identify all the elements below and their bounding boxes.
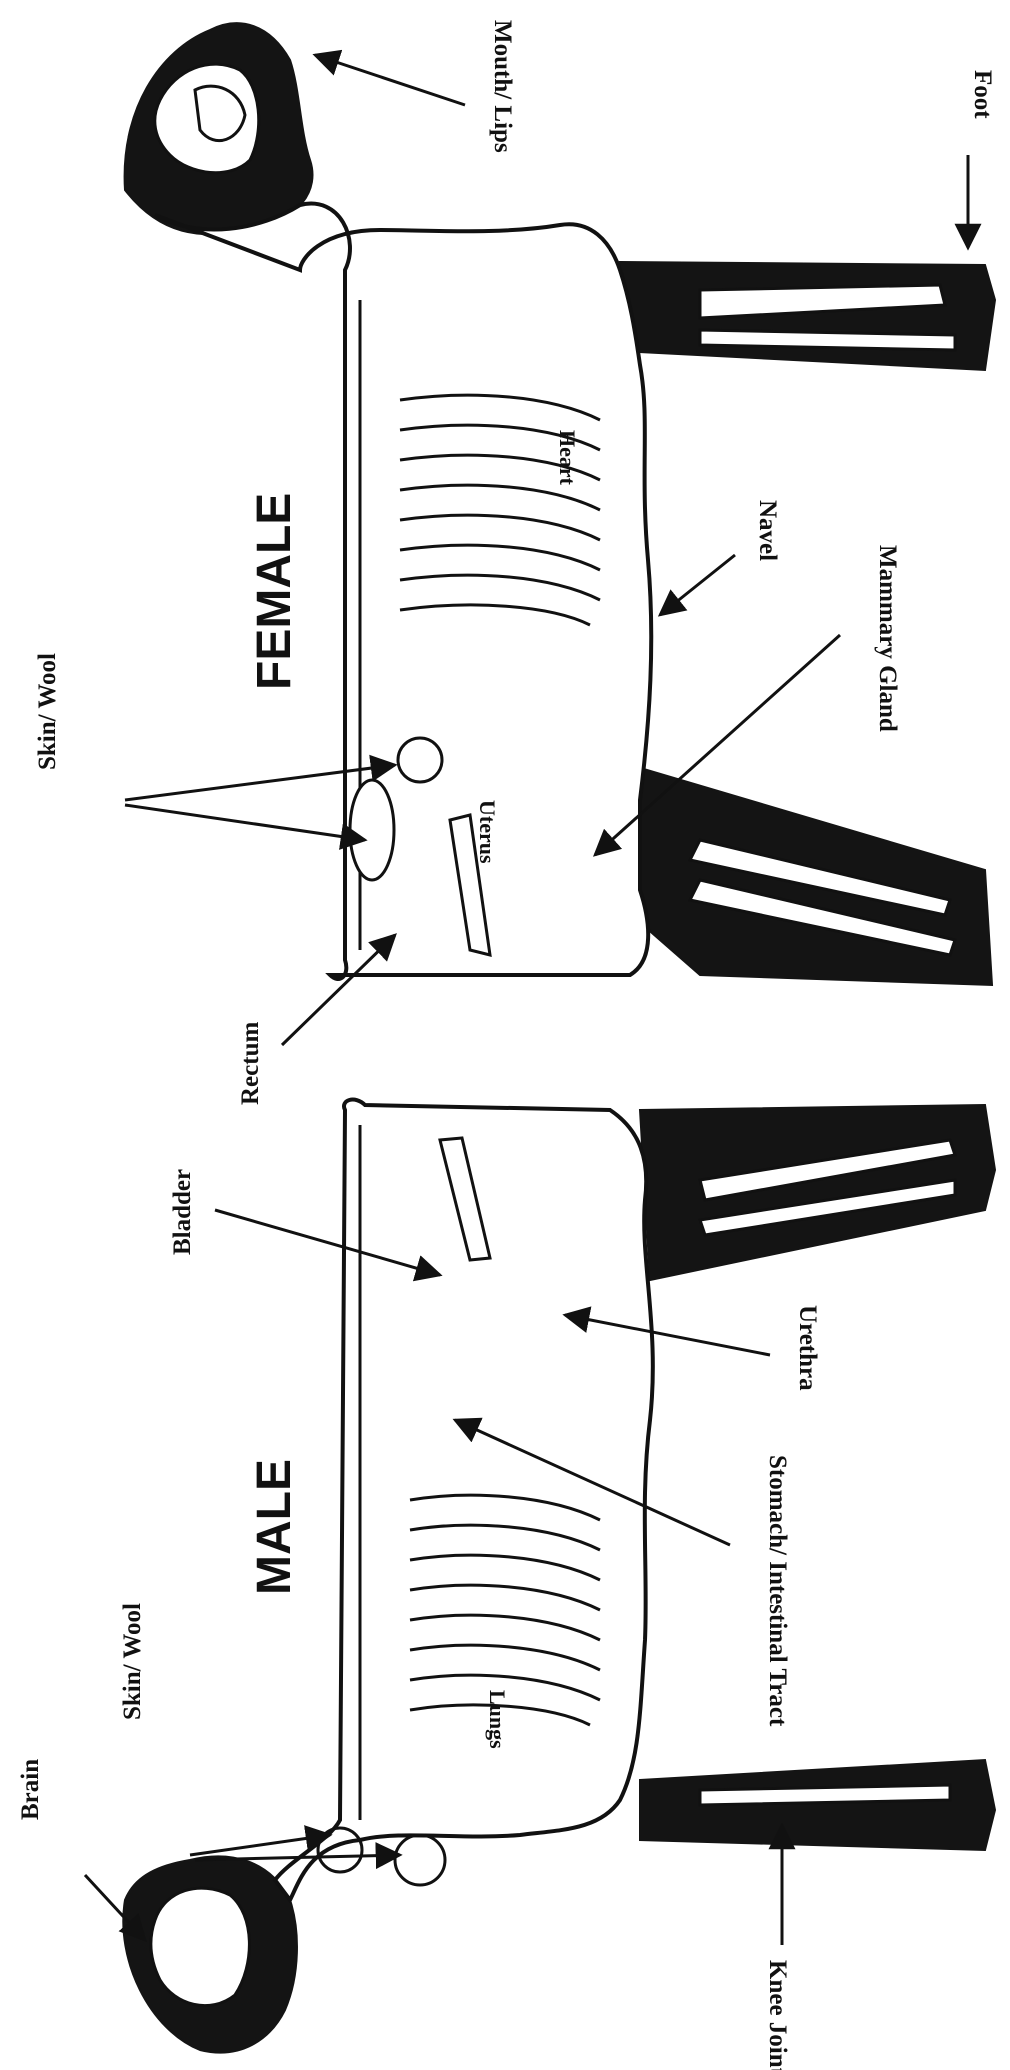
svg-text:Mouth/ Lips: Mouth/ Lips (489, 20, 516, 153)
label-foot: Foot (968, 70, 996, 248)
skin-wool-male-text: Skin/ Wool (119, 1603, 146, 1720)
male-front-legs (640, 1760, 995, 1850)
female-front-legs (620, 262, 995, 370)
lungs-label: Lungs (485, 1690, 510, 1749)
label-skin-wool-female: Skin/ Wool (34, 653, 395, 840)
rectum-text: Rectum (237, 1022, 264, 1105)
urethra-text: Urethra (794, 1305, 821, 1391)
heart-label: Heart (555, 430, 580, 486)
female-title: FEMALE (248, 493, 301, 690)
navel-text: Navel (754, 500, 781, 561)
bladder-text: Bladder (169, 1169, 196, 1255)
brain-text: Brain (17, 1759, 44, 1820)
male-skin-wool-circle-2 (395, 1835, 445, 1885)
knee-joint-text: Knee Joint (764, 1960, 791, 2070)
stomach-intestinal-text: Stomach/ Intestinal Tract (764, 1455, 791, 1727)
skin-wool-female-text: Skin/ Wool (34, 653, 61, 770)
label-knee-joint: Knee Joint (764, 1825, 791, 2070)
foot-text: Foot (969, 70, 996, 119)
mouth-lips-text: Mouth/ Lips (489, 20, 516, 153)
mammary-gland-text: Mammary Gland (874, 545, 901, 732)
label-mouth-lips: Mouth/ Lips (315, 20, 516, 153)
male-title: MALE (248, 1459, 301, 1595)
label-navel: Navel (660, 500, 781, 615)
uterus-label: Uterus (475, 800, 500, 864)
